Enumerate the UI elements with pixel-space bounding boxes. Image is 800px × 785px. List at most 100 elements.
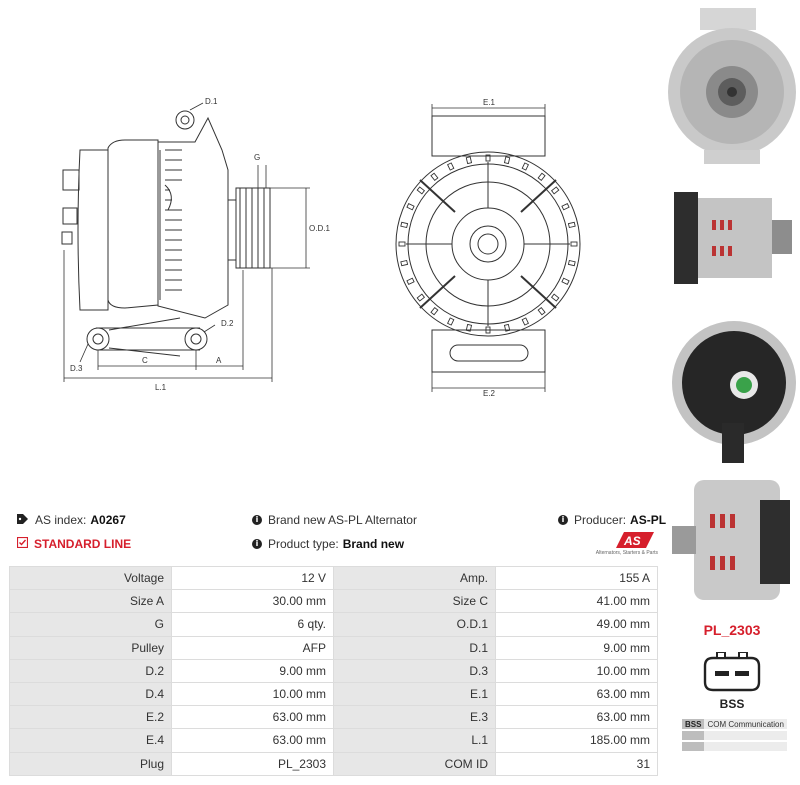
info-icon: i bbox=[252, 515, 262, 525]
stator-tooth bbox=[430, 306, 439, 316]
label-d3: D.3 bbox=[70, 364, 83, 373]
product-photo-front[interactable] bbox=[664, 0, 800, 170]
technical-drawing: D.1 G O.D.1 D.2 D.3 C A L.1 E.1 E.2 bbox=[61, 97, 581, 398]
front-view bbox=[395, 115, 581, 373]
spec-label: D.2 bbox=[9, 658, 172, 683]
label-l1: L.1 bbox=[155, 383, 167, 392]
product-photo-angle[interactable] bbox=[664, 470, 800, 610]
stator-tooth bbox=[446, 162, 455, 171]
stator-tooth bbox=[521, 317, 530, 326]
label-e2: E.2 bbox=[483, 389, 496, 398]
as-pl-logo: AS Alternators, Starters & Parts bbox=[594, 530, 658, 558]
stator-tooth bbox=[485, 326, 491, 334]
stator-tooth bbox=[537, 306, 546, 316]
stator-tooth bbox=[561, 277, 570, 286]
stator-tooth bbox=[521, 162, 530, 171]
spec-value: 10.00 mm bbox=[171, 681, 334, 707]
producer-value: AS-PL bbox=[630, 513, 667, 527]
spec-label: Plug bbox=[9, 751, 172, 776]
info-icon: i bbox=[558, 515, 568, 525]
comm-row bbox=[682, 741, 787, 753]
brand-new: i Brand new AS-PL Alternator bbox=[252, 513, 417, 527]
stator-tooth bbox=[485, 154, 491, 162]
stator-tooth bbox=[550, 186, 560, 195]
label-a: A bbox=[216, 356, 222, 365]
spec-label: G bbox=[9, 612, 172, 637]
spec-label: L.1 bbox=[333, 728, 496, 753]
comm-row bbox=[682, 730, 787, 742]
spec-value: 63.00 mm bbox=[171, 728, 334, 753]
spec-value: 30.00 mm bbox=[171, 589, 334, 614]
as-index-value: A0267 bbox=[90, 513, 126, 527]
front-dimensions bbox=[431, 104, 546, 392]
spec-label: D.4 bbox=[9, 681, 172, 707]
label-e1: E.1 bbox=[483, 98, 496, 107]
comm-code bbox=[682, 730, 705, 742]
spec-label: Size C bbox=[333, 589, 496, 614]
spec-label: E.3 bbox=[333, 705, 496, 730]
product-type-label: Product type: bbox=[268, 537, 339, 551]
spec-value: 185.00 mm bbox=[495, 728, 658, 753]
stator-tooth bbox=[570, 241, 578, 247]
spec-value: 63.00 mm bbox=[495, 681, 658, 707]
part-code: PL_2303 bbox=[703, 622, 761, 638]
spec-label: E.1 bbox=[333, 681, 496, 707]
stator-tooth bbox=[406, 277, 415, 286]
stator-tooth bbox=[430, 172, 439, 182]
info-icon: i bbox=[252, 539, 262, 549]
spec-value: 49.00 mm bbox=[495, 612, 658, 637]
standard-line: STANDARD LINE bbox=[16, 536, 131, 551]
label-c: C bbox=[142, 356, 148, 365]
producer-label: Producer: bbox=[574, 513, 627, 527]
stator-tooth bbox=[446, 317, 455, 326]
stator-tooth bbox=[465, 323, 473, 332]
spec-label: Pulley bbox=[9, 635, 172, 660]
spec-label: O.D.1 bbox=[333, 612, 496, 637]
spec-label: Size A bbox=[9, 589, 172, 614]
spec-label: Voltage bbox=[9, 565, 172, 591]
producer: i Producer: AS-PL bbox=[558, 513, 666, 527]
spec-label: COM ID bbox=[333, 751, 496, 776]
as-index: AS index: A0267 bbox=[17, 513, 126, 527]
connector-plug-icon bbox=[703, 652, 761, 692]
check-square-icon bbox=[16, 536, 29, 551]
spec-label: Amp. bbox=[333, 565, 496, 591]
side-dimensions bbox=[63, 102, 310, 382]
stator-tooth bbox=[406, 202, 415, 211]
spec-value: PL_2303 bbox=[171, 751, 334, 776]
spec-value: 31 bbox=[495, 751, 658, 776]
spec-value: 12 V bbox=[171, 565, 334, 591]
label-od1: O.D.1 bbox=[309, 224, 330, 233]
product-photo-rear[interactable] bbox=[664, 305, 800, 465]
label-d2: D.2 bbox=[221, 319, 234, 328]
product-photo-side[interactable] bbox=[664, 180, 800, 295]
comm-code: BSS bbox=[682, 719, 705, 731]
spec-label: E.4 bbox=[9, 728, 172, 753]
stator-tooth bbox=[398, 241, 406, 247]
spec-label: D.3 bbox=[333, 658, 496, 683]
stator-tooth bbox=[416, 293, 426, 302]
as-index-label: AS index: bbox=[35, 513, 87, 527]
stator-tooth bbox=[550, 293, 560, 302]
spec-value: 9.00 mm bbox=[171, 658, 334, 683]
brand-new-text: Brand new AS-PL Alternator bbox=[268, 513, 417, 527]
label-d1: D.1 bbox=[205, 97, 218, 106]
as-logo-text: AS bbox=[623, 534, 641, 548]
stator-tooth bbox=[400, 259, 409, 267]
stator-tooth bbox=[503, 323, 511, 332]
spec-value: 9.00 mm bbox=[495, 635, 658, 660]
stator-tooth bbox=[416, 186, 426, 195]
spec-label: E.2 bbox=[9, 705, 172, 730]
stator-tooth bbox=[561, 202, 570, 211]
spec-value: 63.00 mm bbox=[495, 705, 658, 730]
stator-tooth bbox=[567, 221, 576, 229]
spec-value: 63.00 mm bbox=[171, 705, 334, 730]
spec-label: D.1 bbox=[333, 635, 496, 660]
